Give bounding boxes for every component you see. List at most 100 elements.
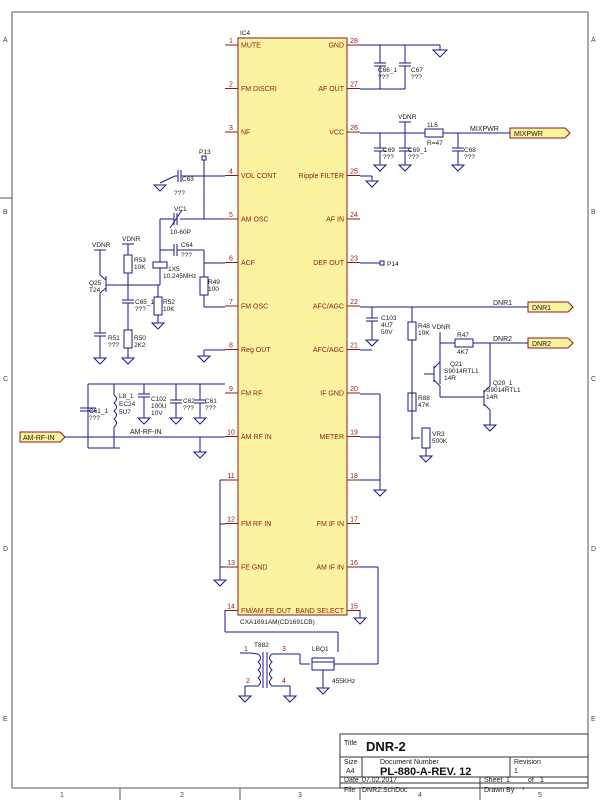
ground-icon xyxy=(372,489,388,497)
row-label: A xyxy=(3,37,8,44)
component-ref: VC1 xyxy=(174,206,187,213)
ic-pin-number: 17 xyxy=(350,517,358,524)
revision-label: Revision xyxy=(514,759,541,766)
crystal xyxy=(152,261,168,269)
ic-pin-name: BAND SELECT xyxy=(295,608,344,615)
ic-part-number: CXA1691AM(CD1691CB) xyxy=(240,619,315,626)
ic-pin-name: AFC/AGC xyxy=(313,304,344,311)
component-ref: R50 xyxy=(134,335,146,342)
svg-text:1: 1 xyxy=(244,646,248,653)
ground-icon xyxy=(450,164,466,172)
component-value: ??? xyxy=(464,154,475,161)
ground-icon xyxy=(431,49,449,58)
ic-pin-name: AF IN xyxy=(326,217,344,224)
component-value: ??? xyxy=(383,154,394,161)
ic-pin-name: FE GND xyxy=(241,565,267,572)
component-ref: C67 xyxy=(411,67,423,74)
ic-pin-number: 23 xyxy=(350,256,358,263)
component-value: 10K xyxy=(418,330,430,337)
ground-icon xyxy=(152,184,168,192)
ground-icon xyxy=(237,695,253,703)
component-ref: T882 xyxy=(254,642,269,649)
ic-designator: IC4 xyxy=(240,30,251,37)
ic-pin-name: AFC/AGC xyxy=(313,347,344,354)
component-value: 47K xyxy=(418,402,430,409)
component-ref: P14 xyxy=(387,261,399,268)
resistor xyxy=(199,276,209,296)
row-label: B xyxy=(591,209,596,216)
resistor xyxy=(123,254,133,274)
ground-icon xyxy=(120,357,136,365)
component-ref: C103 xyxy=(381,315,397,322)
sheet-label: Sheet xyxy=(484,777,502,784)
component-ref: R47 xyxy=(457,332,469,339)
col-label: 3 xyxy=(298,792,302,799)
component-ref: R49 xyxy=(208,279,220,286)
ic-pin-number: 15 xyxy=(350,604,358,611)
component-ref: C65_1 xyxy=(135,299,155,306)
ground-icon xyxy=(418,455,434,463)
net-label: DNR1 xyxy=(532,305,551,312)
component-value: ??? xyxy=(411,74,422,81)
component-ref: C63 xyxy=(182,176,194,183)
file-label: File xyxy=(344,787,355,794)
ic-pin-number: 3 xyxy=(229,125,233,132)
component-value: 14R xyxy=(444,375,456,382)
ic-pin-number: 16 xyxy=(350,560,358,567)
potentiometer xyxy=(421,427,431,449)
component-ref: R48 xyxy=(418,323,430,330)
ic-pin-name: Reg OUT xyxy=(241,347,271,354)
row-label: C xyxy=(591,376,596,383)
test-point xyxy=(379,260,385,266)
component-value: 10K xyxy=(134,264,146,271)
component-value: 5U7 xyxy=(119,409,131,416)
component-ref: 1L6 xyxy=(427,122,438,129)
ic-pin-name: VCC xyxy=(329,130,344,137)
ic-pin-name: AM RF IN xyxy=(241,434,272,441)
ground-icon xyxy=(192,451,208,459)
col-label: 2 xyxy=(180,792,184,799)
component-ref: VR3 xyxy=(432,431,445,438)
net-port-dnr2 xyxy=(527,337,574,349)
ic-pin-number: 26 xyxy=(350,125,358,132)
svg-text:4: 4 xyxy=(282,678,286,685)
docnum-value: PL-880-A-REV. 12 xyxy=(380,766,471,778)
ic-pin-number: 24 xyxy=(350,212,358,219)
component-value: ??? xyxy=(89,415,100,422)
power-label: VDNR xyxy=(432,324,451,331)
of-value: 1 xyxy=(540,777,544,784)
ic-pin-number: 21 xyxy=(350,343,358,350)
resistor xyxy=(424,128,444,138)
ic-body xyxy=(237,37,348,616)
component-ref: R52 xyxy=(163,299,175,306)
title-block: Title DNR-2 Size A4 Document Number PL-8… xyxy=(339,733,589,794)
ground-icon xyxy=(212,579,228,587)
of-label: of xyxy=(528,777,534,784)
net-label: AM-RF-IN xyxy=(23,435,55,442)
ic-pin-name: FM OSC xyxy=(241,304,268,311)
row-label: B xyxy=(3,209,8,216)
ic-pin-number: 12 xyxy=(227,517,235,524)
revision-value: 1 xyxy=(514,768,518,775)
ic-pin-name: NF xyxy=(241,130,250,137)
component-ref: C64 xyxy=(181,242,193,249)
component-value: R=47 xyxy=(427,140,443,147)
ground-icon xyxy=(315,687,331,695)
svg-text:3: 3 xyxy=(282,646,286,653)
component-ref: C102 xyxy=(151,396,167,403)
net-label: MIXPWR xyxy=(514,131,543,138)
ic-pin-name: AM IF IN xyxy=(316,565,344,572)
component-value: 455KHz xyxy=(332,678,355,685)
docnum-label: Document Number xyxy=(380,759,439,766)
ground-icon xyxy=(92,357,108,365)
ground-icon xyxy=(136,417,152,425)
component-ref: LBQ1 xyxy=(312,646,329,653)
drawn-value: * xyxy=(522,787,525,794)
drawn-label: Drawn By xyxy=(484,787,515,794)
ic-pin-number: 8 xyxy=(229,343,233,350)
component-ref: L8_1 xyxy=(119,393,134,400)
component-ref: C69_1 xyxy=(408,147,428,154)
ground-icon xyxy=(352,617,368,625)
component-value: 10V xyxy=(151,410,163,417)
row-label: D xyxy=(591,546,596,553)
